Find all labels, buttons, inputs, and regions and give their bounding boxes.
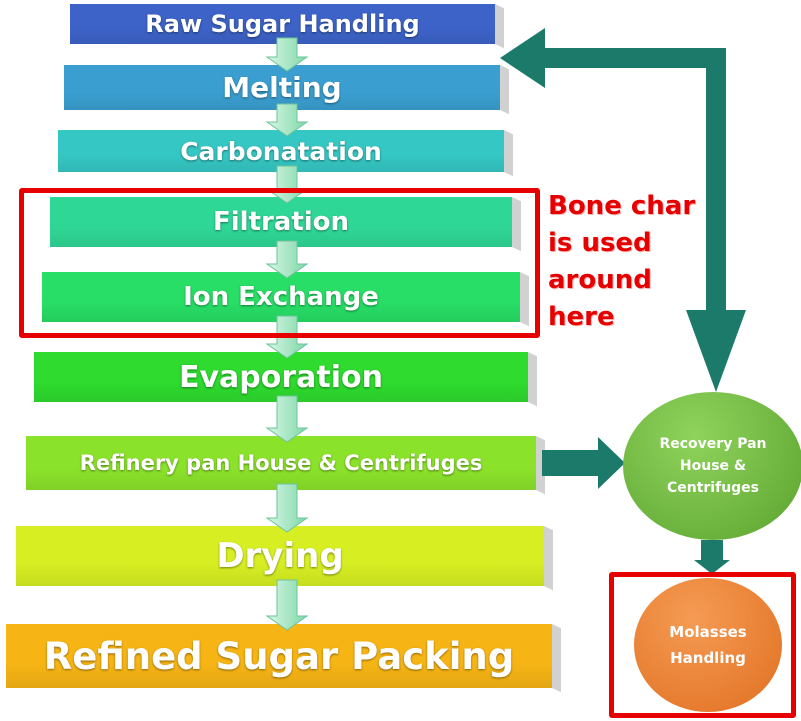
step-label: Evaporation [178,359,383,395]
annotation-line: around [548,265,652,295]
down-arrow [265,37,309,72]
step-carbonatation: Carbonatation [58,130,504,172]
recovery-pan-circle: Recovery Pan House & Centrifuges [623,392,801,540]
recovery-label-line: Centrifuges [666,480,760,496]
recycle-arrowhead-left [500,28,545,88]
step-label: Drying [216,536,344,576]
step-label: Raw Sugar Handling [145,10,420,38]
molasses-highlight-box [609,572,796,718]
step-melting: Melting [64,65,500,110]
down-arrow [265,240,309,279]
step-connector-arrows [265,37,309,631]
step-label: Filtration [212,207,350,237]
down-arrow [265,395,309,443]
recovery-label-line: House & [679,458,747,474]
annotation-line: Bone char [548,191,696,221]
bone-char-highlight-box [19,188,540,338]
annotation-line: is used [548,228,652,258]
recovery-label-line: Recovery Pan [659,436,767,452]
recovery-to-molasses-arrow-shaft [701,540,723,562]
step-label: Carbonatation [180,136,382,166]
annotation-line: here [548,302,615,332]
down-arrow [265,483,309,533]
refinery-to-recovery-arrow-shaft [542,450,600,476]
step-drying: Drying [16,526,544,586]
molasses-label-line: Molasses [669,623,747,641]
step-label: Refinery pan House & Centrifuges [79,451,483,475]
step-label: Ion Exchange [183,282,379,312]
step-raw-sugar-handling: Raw Sugar Handling [70,4,495,44]
recycle-arrowhead-down [686,310,746,392]
down-arrow [265,103,309,137]
step-ion-exchange: Ion Exchange [42,272,520,322]
step-evaporation: Evaporation [34,352,528,402]
refinery-to-recovery-arrowhead [598,437,625,489]
molasses-label-line: Handling [670,649,746,667]
recovery-to-molasses-arrowhead [694,560,730,574]
step-refined-sugar-packing: Refined Sugar Packing [6,624,552,688]
step-label: Refined Sugar Packing [43,634,515,678]
down-arrow [265,579,309,631]
bone-char-annotation: Bone char is used around here [548,188,695,336]
molasses-handling-circle: Molasses Handling [634,578,782,712]
step-label: Melting [222,71,342,104]
step-refinery-pan-house: Refinery pan House & Centrifuges [26,436,536,490]
step-filtration: Filtration [50,197,512,247]
